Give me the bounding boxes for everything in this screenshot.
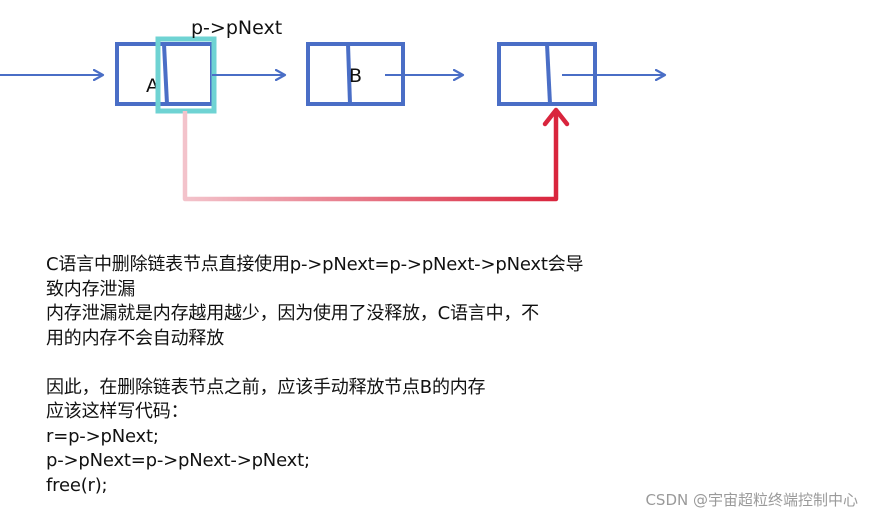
bypass-arrow-head xyxy=(542,107,570,127)
explanation-line: 内存泄漏就是内存越用越少，因为使用了没释放，C语言中，不 xyxy=(46,303,539,324)
explanation-line: 应该这样写代码： xyxy=(46,401,189,422)
pointer-label: p->pNext xyxy=(191,17,282,39)
node-c-divider xyxy=(545,43,552,105)
explanation-line: 致内存泄漏 xyxy=(46,278,135,300)
explanation-line: p->pNext=p->pNext->pNext; xyxy=(46,450,310,471)
explanation-line: C语言中删除链表节点直接使用p->pNext=p->pNext->pNext会导 xyxy=(46,254,584,275)
bypass-arrow xyxy=(182,107,570,202)
explanation-line: free(r); xyxy=(46,474,108,496)
explanation-line: 用的内存不会自动释放 xyxy=(46,327,224,349)
explanation-text: C语言中删除链表节点直接使用p->pNext=p->pNext->pNext会导… xyxy=(46,253,686,498)
node-b-divider xyxy=(346,43,352,105)
node-b-label: B xyxy=(349,65,362,87)
explanation-line: r=p->pNext; xyxy=(46,425,159,447)
explanation-line: 因此，在删除链表节点之前，应该手动释放节点B的内存 xyxy=(46,376,486,398)
bypass-arrow-line xyxy=(182,111,559,202)
node-a-divider xyxy=(162,43,169,105)
watermark: CSDN @宇宙超粒终端控制中心 xyxy=(645,491,858,509)
explanation-line xyxy=(46,351,686,376)
node-a: A xyxy=(115,42,214,106)
